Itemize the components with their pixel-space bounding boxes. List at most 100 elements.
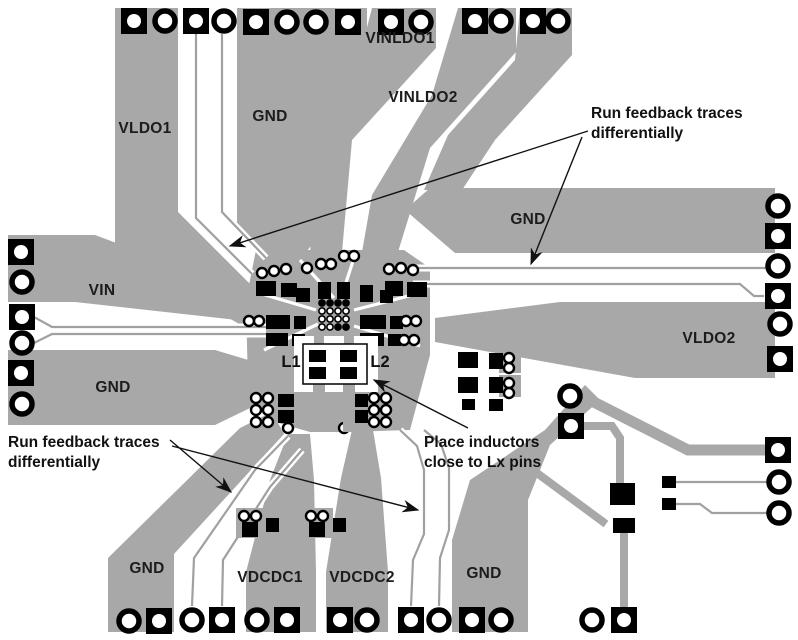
square-pad-hole <box>249 15 263 29</box>
l2-pad <box>340 350 357 362</box>
via <box>367 403 381 417</box>
circle-pad <box>303 9 329 35</box>
l1-stub-trace <box>313 380 325 432</box>
via <box>267 264 281 278</box>
via <box>409 314 423 328</box>
square-pad-hole <box>384 15 398 29</box>
via <box>252 314 266 328</box>
annotation-place-inductors-line2: close to Lx pins <box>424 454 541 471</box>
smt-pad <box>388 334 401 346</box>
square-pad-hole <box>564 419 578 433</box>
square-pad-hole <box>771 443 785 457</box>
via <box>261 403 275 417</box>
copper-gnd-right <box>405 188 775 253</box>
via <box>394 261 408 275</box>
l1-pad <box>309 350 326 362</box>
square-pad-hole <box>771 229 785 243</box>
l2-lx-stub <box>344 332 354 346</box>
via <box>314 257 328 271</box>
label-vldo1: VLDO1 <box>118 120 171 137</box>
smt-pad <box>360 285 373 302</box>
via <box>261 391 275 405</box>
smt-pad <box>278 394 294 407</box>
copper-gnd-bottom-left <box>108 412 284 632</box>
smt-pad <box>610 483 635 505</box>
via <box>407 333 421 347</box>
smt-pad <box>407 282 427 297</box>
square-pad-hole <box>189 14 203 28</box>
smt-pad <box>266 333 288 346</box>
via <box>367 391 381 405</box>
via <box>242 314 256 328</box>
via <box>316 509 330 523</box>
via <box>337 249 351 263</box>
ic-via <box>342 323 350 331</box>
ic-via <box>326 323 334 331</box>
label-gnd-right: GND <box>510 211 545 228</box>
via <box>502 376 516 390</box>
smt-pad <box>458 377 478 393</box>
smt-pad <box>294 316 306 329</box>
square-pad-hole <box>465 613 479 627</box>
annotations: Run feedback traces differentially Run f… <box>8 105 743 513</box>
via <box>300 261 314 275</box>
label-vin: VIN <box>89 282 116 299</box>
ic-via <box>342 307 350 315</box>
circle-pad <box>211 8 237 34</box>
circle-pad <box>9 330 35 356</box>
l1-lx-stub <box>314 332 324 346</box>
circle-pad <box>9 269 35 295</box>
circle-pad <box>244 607 270 633</box>
via <box>347 249 361 263</box>
copper-gnd-left <box>8 350 275 425</box>
circle-pad <box>9 391 35 417</box>
copper-pours <box>8 8 775 632</box>
smt-pad <box>352 394 368 407</box>
annotation-feedback-bottom-left-line1: Run feedback traces <box>8 434 160 451</box>
l2-stub-trace <box>343 380 355 432</box>
annotation-feedback-top-right-line2: differentially <box>591 125 684 142</box>
smt-pad <box>458 352 478 368</box>
square-pad-hole <box>215 613 229 627</box>
ic-via <box>318 307 326 315</box>
via <box>379 415 393 429</box>
smt-pad <box>662 498 676 510</box>
via <box>304 509 318 523</box>
via <box>367 415 381 429</box>
smt-pad <box>333 518 346 532</box>
copper-vdcdc1 <box>246 434 316 632</box>
circle-pad <box>488 607 514 633</box>
label-gnd-bottom-left: GND <box>129 560 164 577</box>
ic-via <box>334 299 342 307</box>
annotation-feedback-bottom-left-line2: differentially <box>8 454 101 471</box>
smt-pad <box>385 281 403 296</box>
smt-pad <box>390 316 403 329</box>
arrow-place-inductors-leader <box>372 379 469 429</box>
square-pad-hole <box>771 289 785 303</box>
arrow-feedback-bottom-to-right-pair <box>171 445 420 513</box>
via <box>249 509 263 523</box>
smt-pad <box>352 410 368 423</box>
copper-gnd-diagonal-band <box>424 8 572 190</box>
circle-pad <box>354 607 380 633</box>
square-pad-hole <box>526 14 540 28</box>
ic-via <box>334 315 342 323</box>
ic-via <box>318 323 326 331</box>
arrow-feedback-top-to-left-pair <box>228 130 589 248</box>
inductor-courtyard <box>294 332 378 432</box>
arrow-feedback-top-to-right-pair <box>530 136 583 266</box>
ic-via <box>318 299 326 307</box>
via <box>502 386 516 400</box>
smt-pad <box>281 283 297 297</box>
circle-pad <box>766 469 792 495</box>
label-vdcdc1: VDCDC1 <box>237 569 303 586</box>
l1-pad <box>309 367 326 379</box>
smt-pad <box>462 399 475 410</box>
smt-pad <box>613 518 635 533</box>
ic-via <box>334 307 342 315</box>
via <box>249 391 263 405</box>
via <box>397 333 411 347</box>
label-gnd-bottom-right: GND <box>466 565 501 582</box>
smt-pad <box>489 377 503 393</box>
ic-via <box>342 315 350 323</box>
